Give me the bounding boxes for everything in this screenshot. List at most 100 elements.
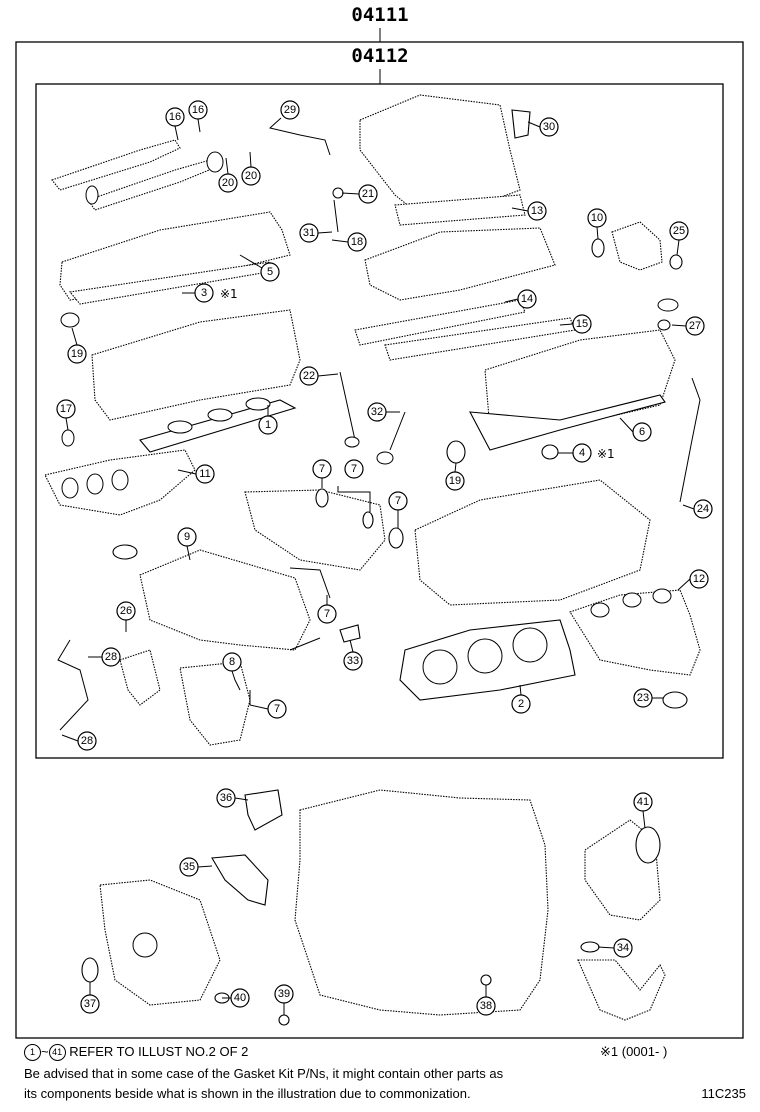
callout-2: 2	[511, 694, 531, 714]
callout-25: 25	[669, 221, 689, 241]
svg-text:12: 12	[693, 573, 705, 585]
callout-7b: 7	[344, 459, 364, 479]
engine-block	[294, 789, 549, 1016]
svg-text:28: 28	[105, 651, 117, 663]
callout-7c: 7	[388, 491, 408, 511]
illustration-code: 11C235	[701, 1086, 746, 1101]
note-asterisk-4: ※1	[597, 447, 615, 461]
oil-pipe-left	[57, 624, 361, 746]
callout-36: 36	[216, 788, 236, 808]
svg-text:35: 35	[183, 861, 195, 873]
svg-text:8: 8	[229, 656, 235, 668]
svg-text:17: 17	[60, 403, 72, 415]
exhaust-manifold-left	[44, 312, 196, 560]
water-outlet	[591, 221, 683, 331]
svg-text:26: 26	[120, 605, 132, 617]
svg-text:3: 3	[201, 287, 207, 299]
callout-23: 23	[633, 688, 653, 708]
callout-39: 39	[274, 984, 294, 1004]
refer-end-circle: 41	[48, 1044, 66, 1062]
callout-8: 8	[222, 652, 242, 672]
callout-33: 33	[343, 651, 363, 671]
footer-note-line-1: Be advised that in some case of the Gask…	[24, 1066, 504, 1081]
svg-text:27: 27	[689, 320, 701, 332]
callout-28a: 28	[101, 647, 121, 667]
callout-15: 15	[572, 314, 592, 334]
callout-40: 40	[230, 988, 250, 1008]
inner-kit-frame	[35, 83, 724, 759]
callout-26: 26	[116, 601, 136, 621]
callout-6: 6	[632, 422, 652, 442]
cylinder-head-right	[446, 329, 701, 503]
callout-5: 5	[260, 262, 280, 282]
svg-text:18: 18	[351, 236, 363, 248]
applicability-mark: ※1	[600, 1044, 619, 1059]
callout-28b: 28	[77, 731, 97, 751]
refer-start-circle: 1	[24, 1044, 41, 1062]
outer-kit-frame	[15, 41, 744, 1039]
oil-strainer	[278, 941, 666, 1026]
svg-text:7: 7	[395, 495, 401, 507]
svg-text:24: 24	[697, 503, 709, 515]
timing-chain-cover-lower	[81, 879, 230, 1006]
kit-number-inner: 04112	[351, 45, 408, 67]
callout-4: 4	[572, 443, 592, 463]
footer-refer-note: 1~41 REFER TO ILLUST NO.2 OF 2	[24, 1044, 249, 1062]
svg-text:30: 30	[543, 121, 555, 133]
callout-35: 35	[179, 857, 199, 877]
svg-text:16: 16	[169, 111, 181, 123]
svg-text:31: 31	[303, 227, 315, 239]
refer-tilde: ~	[41, 1044, 49, 1059]
kit-number-outer: 04111	[351, 4, 408, 26]
svg-text:23: 23	[637, 692, 649, 704]
svg-text:20: 20	[245, 170, 257, 182]
svg-text:25: 25	[673, 225, 685, 237]
callout-14: 14	[517, 289, 537, 309]
callout-31: 31	[299, 223, 319, 243]
svg-text:22: 22	[303, 370, 315, 382]
callout-12: 12	[689, 569, 709, 589]
svg-text:41: 41	[637, 796, 649, 808]
oil-pan	[414, 479, 651, 606]
callout-10: 10	[587, 208, 607, 228]
callout-1: 1	[258, 415, 278, 435]
svg-text:16: 16	[192, 104, 204, 116]
svg-text:7: 7	[274, 703, 280, 715]
refer-text: REFER TO ILLUST NO.2 OF 2	[69, 1044, 249, 1059]
callout-16a: 16	[165, 107, 185, 127]
svg-text:32: 32	[371, 406, 383, 418]
intake-manifold	[354, 94, 576, 361]
callout-27: 27	[685, 316, 705, 336]
svg-text:7: 7	[324, 608, 330, 620]
valve-cover-gasket-upper	[51, 139, 224, 211]
callout-20a: 20	[218, 173, 238, 193]
svg-text:11: 11	[199, 468, 210, 480]
svg-text:19: 19	[71, 348, 83, 360]
callout-24: 24	[693, 499, 713, 519]
callout-37: 37	[80, 994, 100, 1014]
water-pump-gasket	[211, 789, 283, 906]
cylinder-head-gasket	[399, 619, 576, 701]
callout-20b: 20	[241, 166, 261, 186]
svg-text:36: 36	[220, 792, 232, 804]
callout-16b: 16	[188, 100, 208, 120]
svg-text:9: 9	[184, 531, 190, 543]
svg-text:28: 28	[81, 735, 93, 747]
callout-17: 17	[56, 399, 76, 419]
exhaust-manifold-right	[569, 588, 701, 709]
cylinder-head-cover-gasket	[59, 211, 291, 305]
callout-18: 18	[347, 232, 367, 252]
footer-applicability: ※1 (0001- )	[600, 1044, 667, 1060]
svg-text:20: 20	[222, 177, 234, 189]
callout-7a: 7	[312, 459, 332, 479]
applicability-text: (0001- )	[621, 1044, 668, 1059]
svg-text:21: 21	[362, 188, 374, 200]
svg-text:10: 10	[591, 212, 603, 224]
callout-7d: 7	[317, 604, 337, 624]
svg-text:37: 37	[84, 998, 96, 1010]
callout-3: 3	[194, 283, 214, 303]
callout-29: 29	[280, 100, 300, 120]
cylinder-head-left	[91, 309, 301, 453]
valve-parts	[332, 187, 406, 465]
